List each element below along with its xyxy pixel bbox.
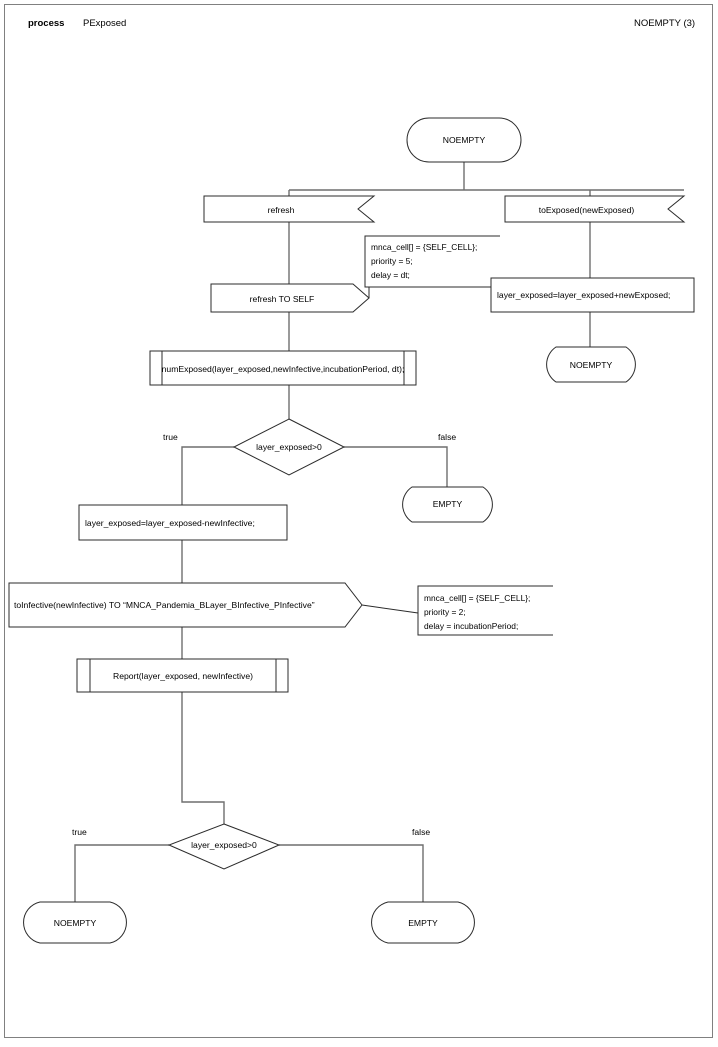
- flowline-decision2-false: [279, 844, 424, 902]
- procedure-call-numexposed[interactable]: [149, 350, 417, 386]
- decision-layer-exposed-2[interactable]: [167, 823, 281, 870]
- comment-refresh-line3: delay = dt;: [371, 270, 410, 280]
- state-empty-bottom[interactable]: [371, 901, 475, 944]
- flowline-report-to-decision2: [181, 692, 225, 824]
- state-noempty-bottom[interactable]: [23, 901, 127, 944]
- flowline-decision2-true: [74, 844, 169, 902]
- comment-bracket-infective: [417, 585, 553, 636]
- header-page-reference: NOEMPTY (3): [634, 18, 696, 29]
- decision-1-true-label: true: [163, 432, 178, 442]
- decision-2-false-label: false: [412, 827, 431, 837]
- procedure-call-report[interactable]: [76, 658, 289, 693]
- input-refresh[interactable]: [203, 195, 376, 223]
- page-border: [4, 4, 713, 1038]
- decision-layer-exposed-1[interactable]: [232, 418, 346, 476]
- decision-2-true-label: true: [72, 827, 87, 837]
- flowline-decision1-false: [344, 446, 448, 487]
- flowline-decision1-true: [181, 446, 234, 505]
- state-noempty-start[interactable]: [406, 117, 522, 163]
- output-to-infective[interactable]: [8, 582, 363, 628]
- state-empty-middle[interactable]: [402, 486, 493, 523]
- decision-1-false-label: false: [438, 432, 457, 442]
- comment-refresh-line2: priority = 5;: [371, 256, 413, 266]
- comment-infective-line1: mnca_cell[] = {SELF_CELL};: [424, 593, 531, 603]
- comment-infective-line3: delay = incubationPeriod;: [424, 621, 519, 631]
- header-process-name: PExposed: [83, 18, 127, 29]
- comment-refresh-line1: mnca_cell[] = {SELF_CELL};: [371, 242, 478, 252]
- output-refresh-to-self[interactable]: [210, 283, 370, 313]
- input-toexposed[interactable]: [504, 195, 686, 223]
- task-add-exposed[interactable]: [490, 277, 695, 313]
- comment-connector-infective: [361, 604, 419, 614]
- comment-infective-line2: priority = 2;: [424, 607, 466, 617]
- header-kind: process: [28, 18, 65, 29]
- comment-bracket-refresh: [364, 235, 500, 288]
- state-noempty-right[interactable]: [546, 346, 636, 383]
- task-sub-infective[interactable]: [78, 504, 288, 541]
